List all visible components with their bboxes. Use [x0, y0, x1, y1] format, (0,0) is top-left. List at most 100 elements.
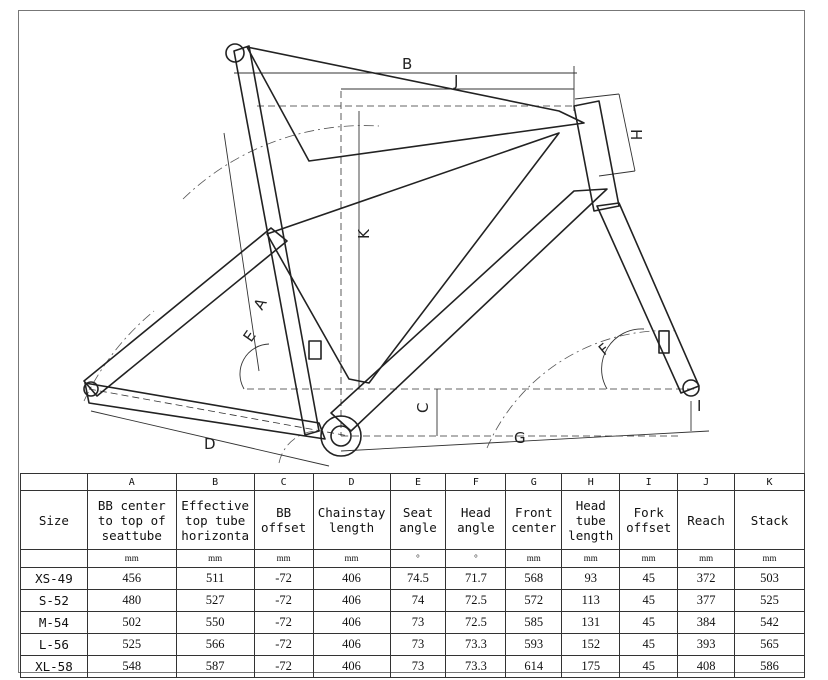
column-letter: F — [445, 473, 507, 491]
table-cell: 406 — [312, 655, 391, 678]
table-cell: 527 — [175, 589, 255, 612]
table-cell: 614 — [505, 655, 563, 678]
table-cell: XS-49 — [20, 567, 88, 590]
label-I: I — [697, 397, 701, 415]
table-cell: 550 — [175, 611, 255, 634]
unit-cell: ° — [445, 549, 507, 568]
angle-E-arc — [239, 343, 270, 390]
table-cell: 73.3 — [445, 633, 507, 656]
table-cell: 565 — [734, 633, 805, 656]
table-cell: 406 — [312, 567, 391, 590]
table-cell: 73 — [389, 611, 447, 634]
bottom-bracket — [320, 415, 362, 457]
table-cell: 406 — [312, 589, 391, 612]
table-row: XL-58 548 587 -72 406 73 73.3 614 175 45… — [20, 655, 805, 678]
table-cell: 572 — [505, 589, 563, 612]
chainstay-reference-line — [88, 388, 350, 437]
table-cell: 74.5 — [389, 567, 447, 590]
table-cell: 587 — [175, 655, 255, 678]
table-cell: 406 — [312, 633, 391, 656]
bottom-bracket-inner — [330, 425, 352, 447]
unit-cell: mm — [175, 549, 255, 568]
table-row: XS-49 456 511 -72 406 74.5 71.7 568 93 4… — [20, 567, 805, 590]
table-cell: 525 — [734, 589, 805, 612]
table-cell: -72 — [253, 611, 314, 634]
angle-F-arc — [601, 328, 645, 390]
table-cell: 384 — [677, 611, 736, 634]
label-A: A — [250, 294, 271, 313]
label-D: D — [204, 435, 216, 453]
column-letter: K — [734, 473, 805, 491]
table-cell: 72.5 — [445, 611, 507, 634]
construction-arcs — [83, 125, 680, 464]
column-header: Front center — [505, 490, 563, 550]
column-letter: J — [677, 473, 736, 491]
bike-frame — [83, 43, 700, 457]
column-header: Effective top tube horizonta — [175, 490, 255, 550]
geometry-table: A B C D E F G H I J K Size BB center to … — [20, 473, 805, 678]
table-cell: 406 — [312, 611, 391, 634]
table-row: M-54 502 550 -72 406 73 72.5 585 131 45 … — [20, 611, 805, 634]
column-letter: E — [389, 473, 447, 491]
front-dropout — [682, 379, 700, 397]
unit-cell: mm — [86, 549, 177, 568]
unit-cell — [20, 549, 88, 568]
unit-cell: ° — [389, 549, 447, 568]
construction-arc — [278, 430, 320, 464]
table-cell: M-54 — [20, 611, 88, 634]
label-F: F — [595, 340, 613, 359]
unit-cell: mm — [505, 549, 563, 568]
table-cell: 73 — [389, 655, 447, 678]
column-header: Chainstay length — [312, 490, 391, 550]
table-cell: 502 — [86, 611, 177, 634]
frame-geometry-diagram: B J K H C D G I A E F — [83, 43, 710, 467]
column-letter — [20, 473, 88, 491]
table-cell: 93 — [561, 567, 621, 590]
table-cell: 175 — [561, 655, 621, 678]
top-tube — [246, 46, 585, 162]
table-cell: 542 — [734, 611, 805, 634]
column-header: Stack — [734, 490, 805, 550]
table-cell: 566 — [175, 633, 255, 656]
table-cell: -72 — [253, 567, 314, 590]
table-cell: 73.3 — [445, 655, 507, 678]
table-cell: 74 — [389, 589, 447, 612]
unit-cell: mm — [312, 549, 391, 568]
table-cell: -72 — [253, 633, 314, 656]
brake-mount — [658, 330, 670, 354]
rear-dropout — [83, 381, 99, 397]
dimension-H — [618, 93, 636, 172]
table-cell: 71.7 — [445, 567, 507, 590]
unit-cell: mm — [734, 549, 805, 568]
head-tube — [573, 100, 620, 212]
table-cell: 45 — [619, 589, 679, 612]
column-header: BB center to top of seattube — [86, 490, 177, 550]
table-cell: 585 — [505, 611, 563, 634]
column-letter: G — [505, 473, 563, 491]
column-letter: C — [253, 473, 314, 491]
table-cell: S-52 — [20, 589, 88, 612]
table-cell: 393 — [677, 633, 736, 656]
table-cell: 586 — [734, 655, 805, 678]
table-cell: 568 — [505, 567, 563, 590]
label-G: G — [514, 429, 526, 447]
cable-port — [308, 340, 322, 360]
label-H: H — [627, 129, 645, 140]
construction-arc — [486, 330, 680, 449]
seat-tube — [233, 45, 320, 436]
table-cell: 408 — [677, 655, 736, 678]
table-cell: 45 — [619, 633, 679, 656]
column-header: Head angle — [445, 490, 507, 550]
table-cell: L-56 — [20, 633, 88, 656]
table-row: L-56 525 566 -72 406 73 73.3 593 152 45 … — [20, 633, 805, 656]
table-cell: 525 — [86, 633, 177, 656]
table-cell: 511 — [175, 567, 255, 590]
table-cell: 593 — [505, 633, 563, 656]
column-letter: D — [312, 473, 391, 491]
table-row: S-52 480 527 -72 406 74 72.5 572 113 45 … — [20, 589, 805, 612]
table-cell: 45 — [619, 655, 679, 678]
label-E: E — [240, 327, 260, 345]
label-J: J — [453, 72, 458, 90]
dimension-D — [90, 410, 330, 467]
down-tube — [330, 188, 608, 432]
